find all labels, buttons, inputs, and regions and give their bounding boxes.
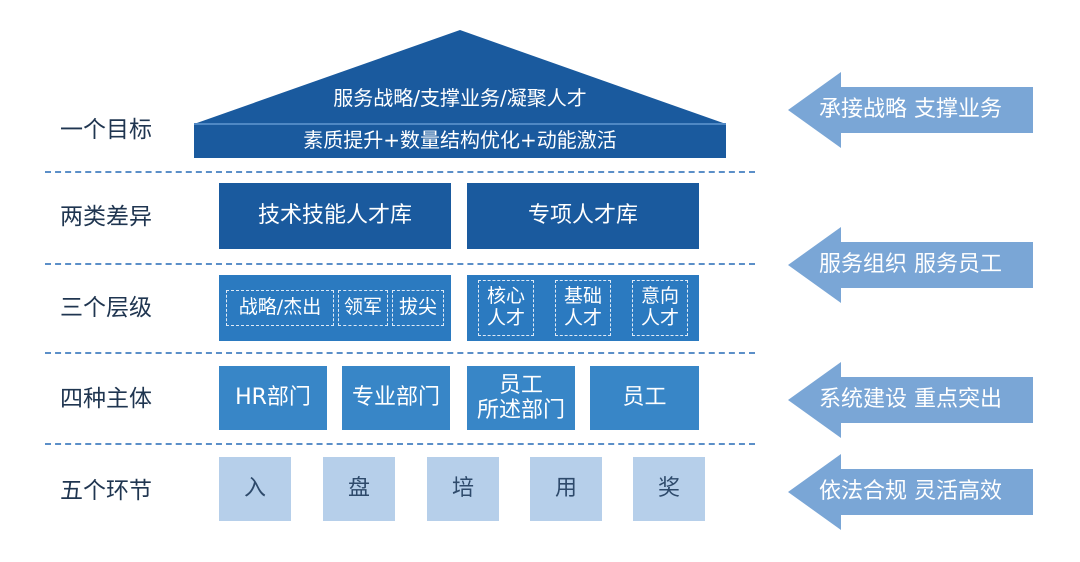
roof-top-text: 服务战略/支撑业务/凝聚人才 (333, 86, 587, 110)
level-topnotch: 拔尖 (392, 290, 444, 326)
step-entry: 入 (219, 457, 291, 521)
row-label-levels: 三个层级 (60, 295, 152, 321)
divider-4 (45, 443, 755, 445)
level-intended: 意向 人才 (632, 280, 688, 336)
levels-right-panel (467, 275, 699, 341)
arrow-text-2: 服务组织 服务员工 (819, 252, 1002, 277)
row-label-subjects: 四种主体 (60, 386, 152, 412)
talent-pool-special: 专项人才库 (467, 183, 699, 249)
row-label-goal: 一个目标 (60, 117, 152, 143)
subject-employee-dept: 员工 所述部门 (467, 366, 575, 430)
divider-3 (45, 352, 755, 354)
arrow-text-1: 承接战略 支撑业务 (819, 97, 1002, 122)
subject-employee: 员工 (590, 366, 699, 430)
row-label-difference: 两类差异 (60, 204, 152, 230)
divider-2 (45, 263, 755, 265)
step-use: 用 (530, 457, 602, 521)
level-basic: 基础 人才 (555, 280, 611, 336)
row-label-steps: 五个环节 (60, 478, 152, 504)
roof-triangle (194, 30, 726, 124)
level-strategic: 战略/杰出 (226, 290, 334, 326)
subject-hr: HR部门 (219, 366, 327, 430)
level-leading: 领军 (338, 290, 388, 326)
levels-left-panel (219, 275, 451, 341)
roof-bottom-text: 素质提升+数量结构优化+动能激活 (303, 128, 617, 152)
arrow-text-4: 依法合规 灵活高效 (819, 479, 1002, 504)
roof-base (194, 124, 726, 158)
arrow-left-3 (788, 362, 1033, 438)
level-core: 核心 人才 (478, 280, 534, 336)
arrow-left-2 (788, 227, 1033, 303)
step-train: 培 (427, 457, 499, 521)
subject-professional: 专业部门 (342, 366, 450, 430)
arrow-left-1 (788, 72, 1033, 148)
step-inventory: 盘 (323, 457, 395, 521)
divider-1 (45, 171, 755, 173)
arrow-left-4 (788, 454, 1033, 530)
step-reward: 奖 (633, 457, 705, 521)
arrow-text-3: 系统建设 重点突出 (819, 387, 1002, 412)
roof-diagram (194, 30, 726, 158)
talent-pool-technical: 技术技能人才库 (219, 183, 451, 249)
